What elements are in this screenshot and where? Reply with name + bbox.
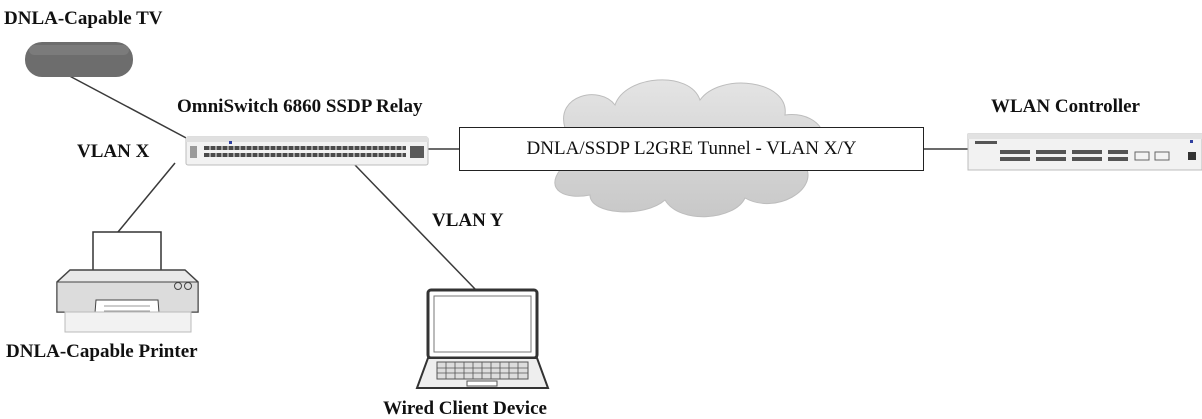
wlan-controller-icon: [967, 133, 1202, 171]
tunnel-label: DNLA/SSDP L2GRE Tunnel - VLAN X/Y: [526, 138, 857, 159]
connection-lines: [61, 71, 968, 291]
switch-label: OmniSwitch 6860 SSDP Relay: [177, 96, 423, 117]
link-switch-client: [354, 164, 477, 291]
printer-label: DNLA-Capable Printer: [6, 341, 198, 362]
laptop-icon: [415, 288, 550, 389]
printer-icon: [56, 231, 199, 333]
link-tv-switch: [61, 71, 191, 141]
tunnel-box: DNLA/SSDP L2GRE Tunnel - VLAN X/Y: [459, 127, 924, 171]
link-switch-printer: [117, 162, 176, 233]
vlan-y-label: VLAN Y: [432, 210, 504, 231]
tv-icon: [25, 42, 133, 77]
tv-label: DNLA-Capable TV: [4, 8, 163, 29]
network-switch-icon: [185, 136, 429, 166]
controller-label: WLAN Controller: [991, 96, 1140, 117]
client-label: Wired Client Device: [383, 398, 547, 419]
vlan-x-label: VLAN X: [77, 141, 150, 162]
